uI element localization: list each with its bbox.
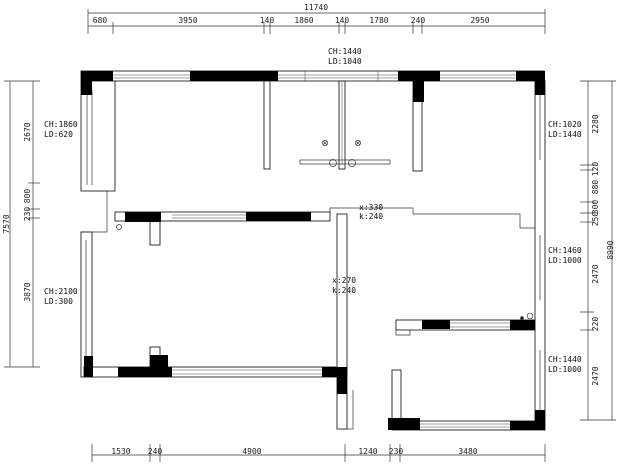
outlet-icon xyxy=(526,312,534,320)
dim-right-7: 220 xyxy=(591,317,600,332)
dim-top-7: 240 xyxy=(411,16,426,25)
light-fixture-icon xyxy=(322,140,328,146)
opening-label-right-upper: CH:1020 LD:1440 xyxy=(548,120,582,139)
central-fixtures xyxy=(116,140,534,320)
beam-k: k:240 xyxy=(332,286,356,295)
window-lines xyxy=(113,71,516,428)
opening-ld: LD:300 xyxy=(44,297,73,306)
dim-right-1: 2280 xyxy=(591,114,600,133)
beam-label-upper: x:330 k:240 xyxy=(359,203,383,221)
beam-k: k:240 xyxy=(359,212,383,221)
top-dimension-chain: 11740 680 3950 140 1860 140 1780 240 295… xyxy=(87,3,546,34)
dim-bottom-1: 1530 xyxy=(111,447,130,456)
dim-left-1: 2670 xyxy=(23,122,32,141)
dim-bottom-5: 230 xyxy=(389,447,404,456)
dim-bottom-2: 240 xyxy=(148,447,163,456)
beam-x: x:270 xyxy=(332,276,356,285)
opening-ld: LD:1040 xyxy=(328,57,362,66)
outlet-icon xyxy=(116,224,122,230)
bottom-dimension-chain: 1530 240 4900 1240 230 3480 xyxy=(91,444,546,462)
dim-top-6: 1780 xyxy=(369,16,388,25)
dim-right-3: 880 xyxy=(591,180,600,195)
dim-right-8: 2470 xyxy=(591,366,600,385)
dim-left-total: 7570 xyxy=(2,214,11,233)
light-fixture-icon xyxy=(355,140,361,146)
dim-bottom-3: 4900 xyxy=(242,447,261,456)
opening-ld: LD:1000 xyxy=(548,256,582,265)
dim-right-2: 120 xyxy=(591,162,600,177)
dim-top-3: 140 xyxy=(260,16,275,25)
dim-right-5: 250 xyxy=(591,212,600,227)
opening-label-top: CH:1440 LD:1040 xyxy=(328,47,362,66)
left-dimension-chain: 7570 2670 800 230 3870 xyxy=(2,80,40,368)
dim-bottom-6: 3480 xyxy=(458,447,477,456)
dim-top-5: 140 xyxy=(335,16,350,25)
opening-label-left-lower: CH:2100 LD:300 xyxy=(44,287,78,306)
dim-right-4: 300 xyxy=(591,200,600,215)
dim-top-1: 680 xyxy=(93,16,108,25)
right-dimension-chain: 8990 2280 120 880 300 250 2470 220 2470 xyxy=(580,80,616,421)
opening-ld: LD:1440 xyxy=(548,130,582,139)
opening-ld: LD:620 xyxy=(44,130,73,139)
opening-ch: CH:1860 xyxy=(44,120,78,129)
dim-top-2: 3950 xyxy=(178,16,197,25)
opening-label-left-upper: CH:1860 LD:620 xyxy=(44,120,78,139)
dim-left-4: 3870 xyxy=(23,282,32,301)
opening-ch: CH:1440 xyxy=(548,355,582,364)
dim-bottom-4: 1240 xyxy=(358,447,377,456)
dim-top-total: 11740 xyxy=(304,3,328,12)
dim-top-4: 1860 xyxy=(294,16,313,25)
opening-ch: CH:1460 xyxy=(548,246,582,255)
opening-label-right-mid: CH:1460 LD:1000 xyxy=(548,246,582,265)
beam-label-lower: x:270 k:240 xyxy=(332,276,356,295)
dim-top-8: 2950 xyxy=(470,16,489,25)
opening-ld: LD:1000 xyxy=(548,365,582,374)
opening-ch: CH:2100 xyxy=(44,287,78,296)
opening-label-right-lower: CH:1440 LD:1000 xyxy=(548,355,582,374)
dim-left-2: 800 xyxy=(23,189,32,204)
dim-right-total: 8990 xyxy=(606,240,615,259)
opening-ch: CH:1020 xyxy=(548,120,582,129)
dim-left-3: 230 xyxy=(23,207,32,222)
beam-x: x:330 xyxy=(359,203,383,212)
dim-right-6: 2470 xyxy=(591,264,600,283)
opening-ch: CH:1440 xyxy=(328,47,362,56)
structural-columns xyxy=(81,71,545,430)
outlet-icon xyxy=(520,316,524,320)
